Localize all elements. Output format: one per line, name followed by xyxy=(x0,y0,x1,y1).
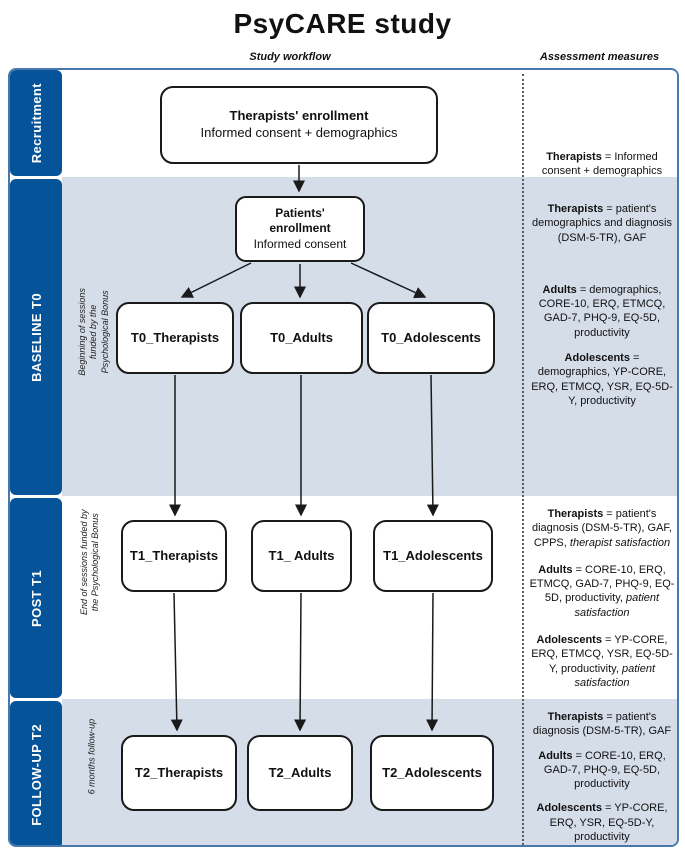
column-header-study-workflow: Study workflow xyxy=(249,51,331,63)
measures-post-t1: Therapists = patient's diagnosis (DSM-5-… xyxy=(527,507,677,690)
measures-paragraph: Adults = demographics, CORE-10, ERQ, ETM… xyxy=(538,283,666,339)
measures-recruitment: Therapists = Informed consent + demograp… xyxy=(527,150,677,179)
node-t2-therapists: T2_Therapists xyxy=(121,735,237,811)
node-subtitle: Informed consent xyxy=(253,236,347,251)
phase-segment-recruitment: Recruitment xyxy=(10,70,62,176)
node-label: T1_Adolescents xyxy=(383,547,483,563)
measures-paragraph: Adults = CORE-10, ERQ, ETMCQ, GAD-7, PHQ… xyxy=(529,563,675,619)
node-t1-adults: T1_ Adults xyxy=(251,520,352,592)
phase-label-post-t1: POST T1 xyxy=(28,569,44,627)
node-t0-adults: T0_Adults xyxy=(240,302,363,374)
measures-paragraph: Therapists = patient's diagnosis (DSM-5-… xyxy=(532,508,672,549)
measures-paragraph: Adolescents = demographics, YP-CORE, ERQ… xyxy=(531,352,673,407)
measures-paragraph: Adolescents = YP-CORE, ERQ, ETMCQ, YSR, … xyxy=(531,634,673,689)
phase-segment-baseline-t0: BASELINE T0 xyxy=(10,179,62,495)
phase-label-follow-up-t2: FOLLOW-UP T2 xyxy=(28,724,44,826)
node-label: T1_ Adults xyxy=(268,547,335,563)
measures-paragraph: Therapists = patient's demographics and … xyxy=(531,203,673,244)
node-label: T2_Therapists xyxy=(134,764,224,780)
annotation-line: the Psychological Bonus xyxy=(90,513,100,612)
measures-baseline-t0: Therapists = patient's demographics and … xyxy=(527,202,677,408)
measures-paragraph: Therapists = Informed consent + demograp… xyxy=(541,151,663,178)
annotation-line: 6 months follow-up xyxy=(86,718,97,795)
node-title-line2: enrollment xyxy=(269,221,331,236)
node-title: Therapists' enrollment xyxy=(229,108,369,124)
node-title-line1: Patients' xyxy=(275,205,325,220)
column-divider-dotted-line xyxy=(522,74,524,845)
node-t0-adolescents: T0_Adolescents xyxy=(367,302,495,374)
measures-paragraph: Adolescents = YP-CORE, ERQ, YSR, EQ-5D-Y… xyxy=(536,802,668,844)
measures-paragraph: Therapists = patient's diagnosis (DSM-5-… xyxy=(532,711,672,738)
node-t1-adolescents: T1_Adolescents xyxy=(373,520,493,592)
node-subtitle: Informed consent + demographics xyxy=(200,125,398,140)
annotation-line: Psychological Bonus xyxy=(99,290,110,374)
node-t2-adults: T2_Adults xyxy=(247,735,353,811)
diagram-container: Recruitment BASELINE T0 POST T1 FOLLOW-U… xyxy=(8,68,679,847)
annotation-t2-follow-up: 6 months follow-up xyxy=(86,702,97,812)
node-t2-adolescents: T2_Adolescents xyxy=(370,735,494,811)
measures-paragraph: Adults = CORE-10, ERQ, GAD-7, PHQ-9, EQ-… xyxy=(538,749,666,791)
annotation-line: End of sessions funded by xyxy=(78,509,89,616)
annotation-line: funded by the xyxy=(88,304,99,360)
node-patients-enrollment: Patients' enrollment Informed consent xyxy=(235,196,365,262)
node-t0-therapists: T0_Therapists xyxy=(116,302,234,374)
page-title: PsyCARE study xyxy=(233,8,452,39)
phase-segment-follow-up-t2: FOLLOW-UP T2 xyxy=(10,701,62,845)
node-label: T1_Therapists xyxy=(129,547,219,563)
phase-label-baseline-t0: BASELINE T0 xyxy=(28,292,44,382)
annotation-t1-sessions-end: End of sessions funded by the Psychologi… xyxy=(79,492,102,632)
node-label: T0_Adolescents xyxy=(381,329,481,345)
node-therapists-enrollment: Therapists' enrollment Informed consent … xyxy=(160,86,438,164)
annotation-t0-sessions-beginning: Beginning of sessions funded by the Psyc… xyxy=(77,252,111,412)
annotation-line: Beginning of sessions xyxy=(77,288,88,376)
phase-segment-post-t1: POST T1 xyxy=(10,498,62,698)
node-label: T2_Adults xyxy=(268,764,332,780)
node-label: T0_Therapists xyxy=(130,329,220,345)
measures-follow-up-t2: Therapists = patient's diagnosis (DSM-5-… xyxy=(527,710,677,844)
node-label: T2_Adolescents xyxy=(382,764,482,780)
node-label: T0_Adults xyxy=(270,329,333,345)
node-t1-therapists: T1_Therapists xyxy=(121,520,227,592)
column-header-assessment-measures: Assessment measures xyxy=(539,51,660,63)
phase-label-recruitment: Recruitment xyxy=(28,82,44,164)
